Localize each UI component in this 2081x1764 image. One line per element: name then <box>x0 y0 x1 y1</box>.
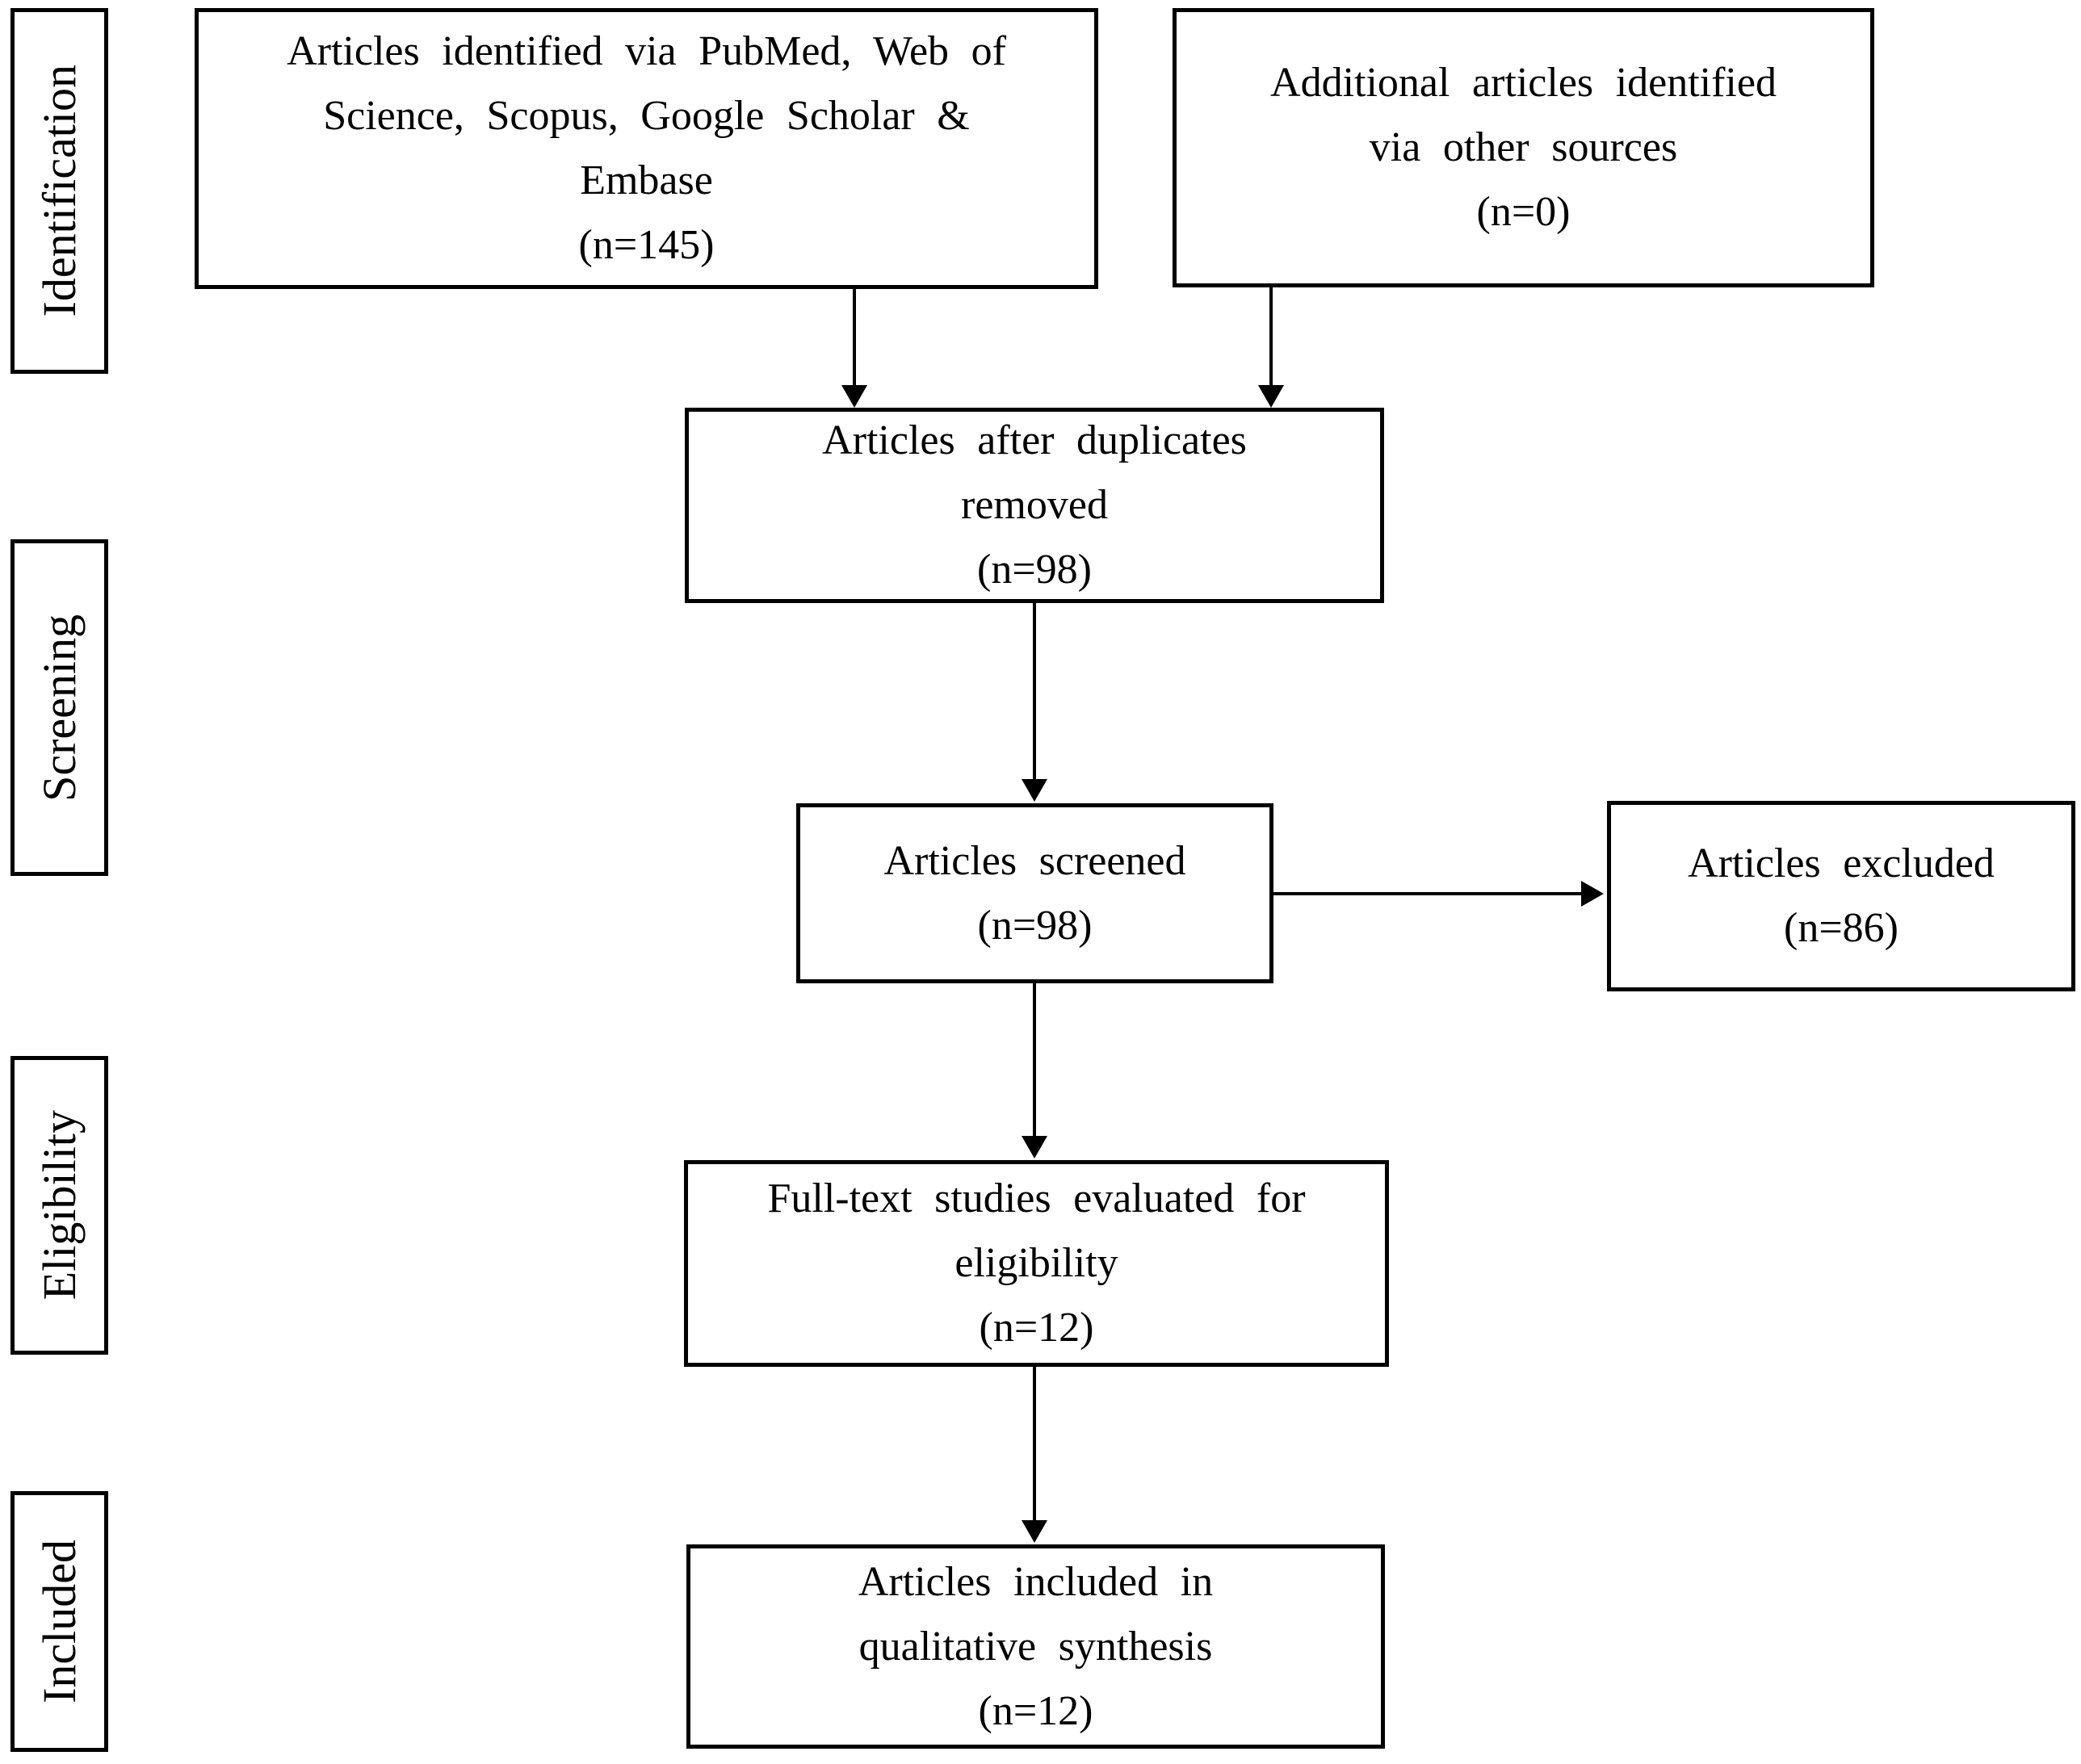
box-duplicates-removed: Articles after duplicates removed (n=98) <box>685 408 1384 603</box>
arrow-dedup-to-screened-line <box>1033 603 1036 779</box>
stage-identification: Identification <box>10 8 108 374</box>
box-additional-articles-line2: via other sources <box>1369 124 1678 170</box>
arrow-screened-to-fulltext-line <box>1033 983 1036 1136</box>
box-articles-identified: Articles identified via PubMed, Web of S… <box>195 8 1098 289</box>
stage-identification-label: Identification <box>33 65 86 317</box>
box-articles-excluded: Articles excluded (n=86) <box>1607 801 2075 991</box>
stage-eligibility: Eligibility <box>10 1056 108 1355</box>
stage-included-label: Included <box>33 1540 86 1703</box>
box-included-qualitative-line2: qualitative synthesis <box>858 1623 1213 1670</box>
arrow-identified-to-dedup-head-icon <box>841 385 867 408</box>
box-fulltext-evaluated: Full-text studies evaluated for eligibil… <box>684 1160 1389 1367</box>
box-included-qualitative: Articles included in qualitative synthes… <box>686 1544 1385 1749</box>
arrow-additional-to-dedup-line <box>1269 287 1273 385</box>
box-fulltext-evaluated-line1: Full-text studies evaluated for <box>767 1175 1306 1221</box>
box-fulltext-evaluated-line2: eligibility <box>954 1240 1118 1286</box>
arrow-dedup-to-screened-head-icon <box>1022 779 1047 802</box>
stage-screening: Screening <box>10 539 108 876</box>
box-articles-screened: Articles screened (n=98) <box>796 803 1273 983</box>
box-additional-articles-line1: Additional articles identified <box>1270 60 1777 106</box>
stage-eligibility-label: Eligibility <box>33 1110 86 1301</box>
arrow-screened-to-fulltext-head-icon <box>1022 1136 1047 1159</box>
box-articles-screened-line1: Articles screened <box>883 837 1186 884</box>
box-duplicates-removed-line2: removed <box>961 482 1108 528</box>
stage-screening-label: Screening <box>33 614 86 802</box>
stage-included: Included <box>10 1491 108 1752</box>
box-articles-identified-line1: Articles identified via PubMed, Web of <box>287 28 1006 74</box>
arrow-identified-to-dedup-line <box>853 289 856 385</box>
box-duplicates-removed-line1: Articles after duplicates <box>822 417 1247 463</box>
box-articles-excluded-line1: Articles excluded <box>1688 840 1995 886</box>
box-articles-screened-count: (n=98) <box>977 902 1093 949</box>
arrow-additional-to-dedup-head-icon <box>1258 385 1284 408</box>
box-articles-identified-line2: Science, Scopus, Google Scholar & <box>323 93 970 139</box>
box-additional-articles-count: (n=0) <box>1476 189 1571 235</box>
box-additional-articles: Additional articles identified via other… <box>1173 8 1874 287</box>
box-included-qualitative-line1: Articles included in <box>858 1558 1214 1605</box>
arrow-screened-to-excluded-head-icon <box>1581 881 1604 907</box>
arrow-screened-to-excluded-line <box>1273 892 1581 895</box>
box-articles-identified-count: (n=145) <box>578 222 715 268</box>
box-duplicates-removed-count: (n=98) <box>977 547 1092 593</box>
box-fulltext-evaluated-count: (n=12) <box>979 1305 1094 1351</box>
arrow-fulltext-to-included-line <box>1033 1367 1036 1520</box>
box-articles-excluded-count: (n=86) <box>1784 905 1898 951</box>
box-included-qualitative-count: (n=12) <box>978 1687 1093 1734</box>
arrow-fulltext-to-included-head-icon <box>1022 1520 1047 1543</box>
box-articles-identified-line3: Embase <box>580 157 713 203</box>
